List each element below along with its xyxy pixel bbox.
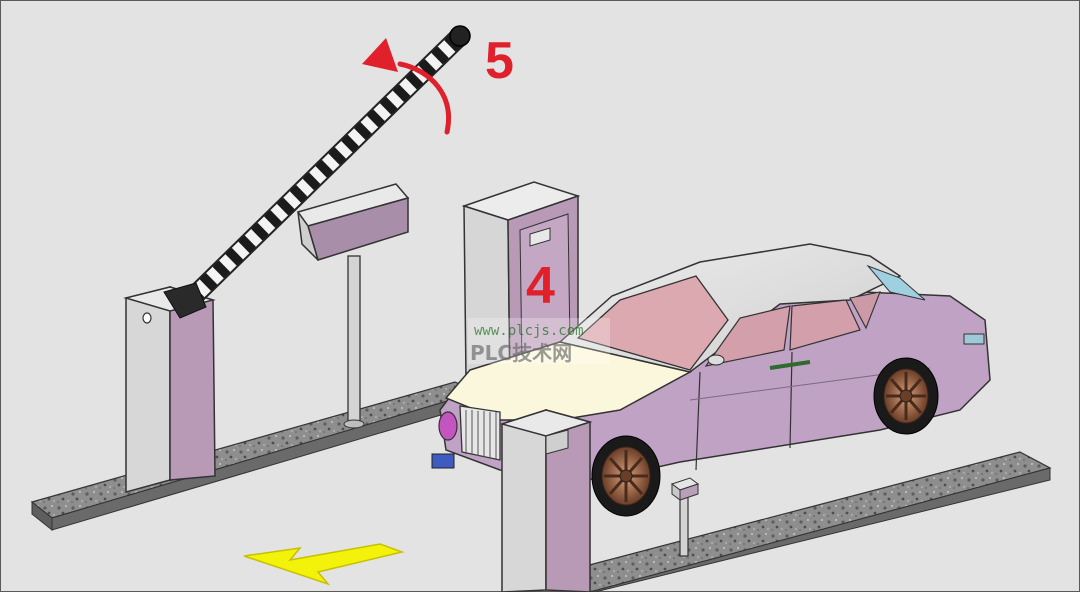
rear-wheel [873,357,939,435]
step-label-terminal: 4 [526,257,555,315]
front-gate-post [499,408,593,592]
curved-rotation-arrow-icon [362,38,451,135]
watermark-url: www.plcjs.com [474,323,584,339]
sensor-post [670,477,700,557]
exit-direction-arrow-icon [243,543,405,586]
front-wheel [591,435,661,517]
step-label-barrier: 5 [485,32,514,90]
sign-board [296,183,410,429]
left-concrete-island [30,381,480,532]
watermark-name: PLC技术网 [470,341,572,365]
watermark: www.plcjs.com PLC技术网 [468,318,610,365]
boom-arm [163,25,471,319]
ticket-terminal [461,181,581,394]
barrier-gate-post [123,285,216,493]
